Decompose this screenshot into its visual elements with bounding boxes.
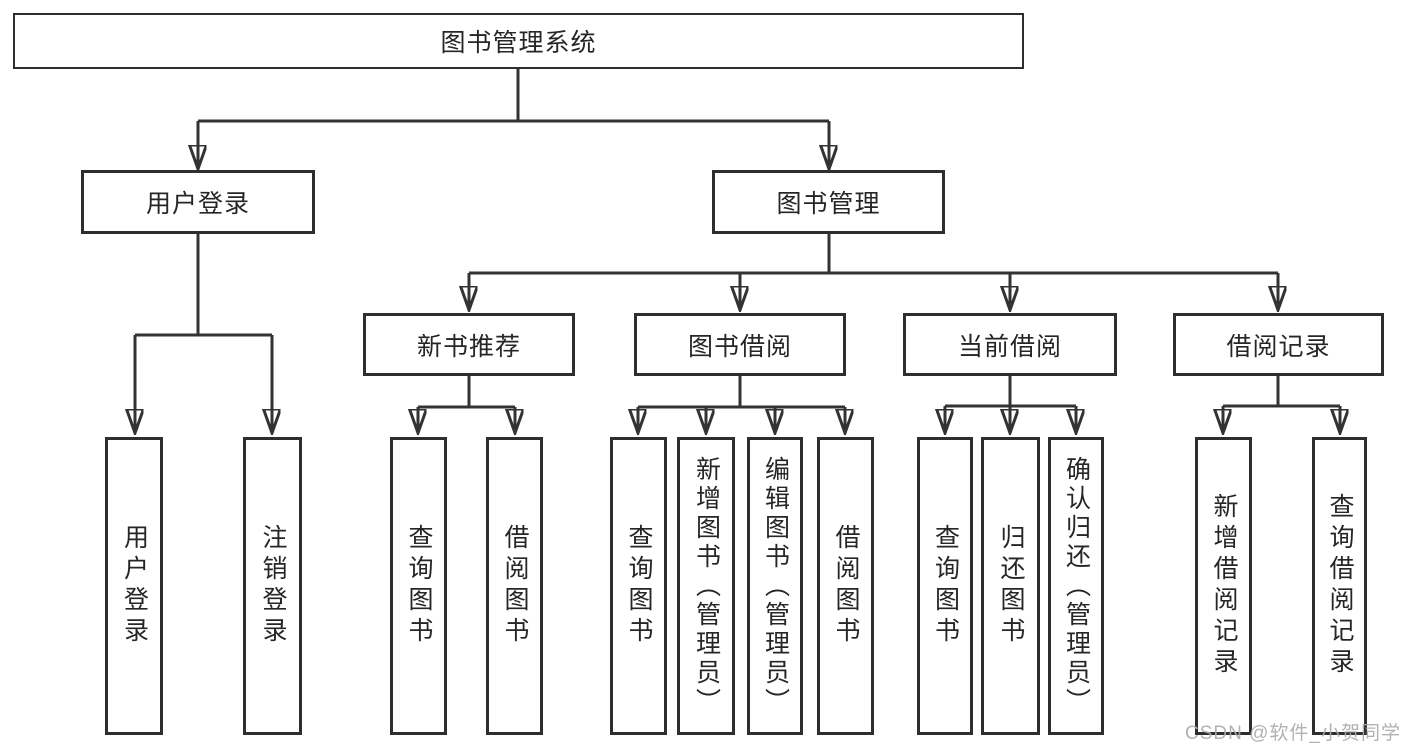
leaf-logout-label: 注销登录 [259, 524, 287, 648]
leaf-borrow-books-1-label: 借阅图书 [501, 524, 529, 648]
node-user-login: 用户登录 [81, 170, 315, 234]
leaf-query-borrow-record: 查询借阅记录 [1312, 437, 1367, 735]
leaf-query-books-1: 查询图书 [390, 437, 447, 735]
leaf-add-book-admin-label: 新增图书（管理员） [692, 455, 721, 717]
leaf-query-books-2-label: 查询图书 [625, 524, 653, 648]
leaf-query-books-2: 查询图书 [610, 437, 667, 735]
node-book-borrow: 图书借阅 [634, 313, 846, 376]
leaf-add-book-admin: 新增图书（管理员） [677, 437, 735, 735]
node-borrow-records-label: 借阅记录 [1226, 332, 1331, 361]
node-book-management: 图书管理 [712, 170, 945, 234]
leaf-confirm-return-admin-label: 确认归还（管理员） [1062, 455, 1091, 717]
leaf-add-borrow-record: 新增借阅记录 [1195, 437, 1252, 735]
leaf-user-login-label: 用户登录 [120, 524, 149, 648]
leaf-user-login: 用户登录 [105, 437, 163, 735]
leaf-query-borrow-record-label: 查询借阅记录 [1326, 493, 1354, 679]
leaf-borrow-books-2-label: 借阅图书 [832, 524, 860, 648]
node-borrow-records: 借阅记录 [1173, 313, 1384, 376]
node-new-book-recommend: 新书推荐 [363, 313, 575, 376]
leaf-logout: 注销登录 [243, 437, 302, 735]
node-book-management-label: 图书管理 [776, 190, 881, 218]
leaf-edit-book-admin-label: 编辑图书（管理员） [761, 455, 790, 717]
node-book-borrow-label: 图书借阅 [687, 332, 792, 361]
node-root: 图书管理系统 [13, 13, 1024, 69]
leaf-return-book: 归还图书 [981, 437, 1040, 735]
node-root-label: 图书管理系统 [440, 29, 597, 57]
csdn-watermark: CSDN @软件_小贺同学 [1185, 723, 1401, 744]
node-user-login-label: 用户登录 [145, 190, 250, 218]
node-current-borrow-label: 当前借阅 [957, 332, 1062, 361]
leaf-edit-book-admin: 编辑图书（管理员） [747, 437, 803, 735]
leaf-add-borrow-record-label: 新增借阅记录 [1210, 493, 1238, 679]
leaf-query-books-3: 查询图书 [917, 437, 973, 735]
leaf-borrow-books-2: 借阅图书 [817, 437, 874, 735]
node-new-book-recommend-label: 新书推荐 [416, 332, 521, 361]
leaf-query-books-1-label: 查询图书 [405, 524, 433, 648]
node-current-borrow: 当前借阅 [903, 313, 1117, 376]
leaf-return-book-label: 归还图书 [997, 524, 1025, 648]
leaf-query-books-3-label: 查询图书 [931, 524, 960, 648]
leaf-borrow-books-1: 借阅图书 [486, 437, 543, 735]
leaf-confirm-return-admin: 确认归还（管理员） [1048, 437, 1104, 735]
